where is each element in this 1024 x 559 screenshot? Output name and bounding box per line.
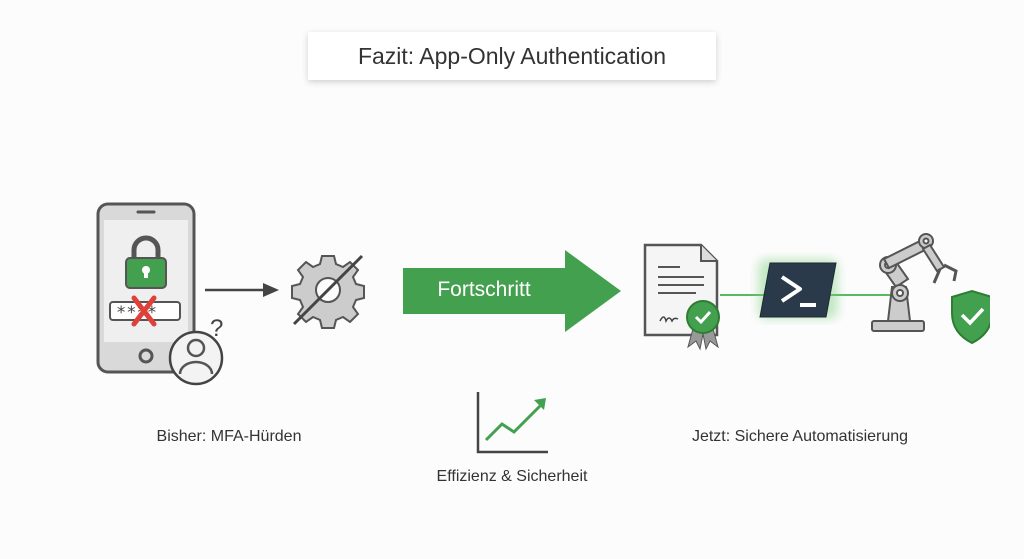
shield-check-icon [951,289,990,345]
right-illustration [643,233,990,351]
certificate-icon [643,243,720,351]
powershell-terminal-icon [758,259,838,319]
page-title: Fazit: App-Only Authentication [308,32,716,80]
center-caption: Effizienz & Sicherheit [436,468,588,485]
right-caption: Jetzt: Sichere Automatisierung [691,428,909,445]
progress-arrow-label: Fortschritt [437,278,531,301]
left-caption: Bisher: MFA-Hürden [156,428,302,445]
user-question-icon: ? [168,315,223,386]
smartphone-icon: **** ? [96,202,223,386]
svg-text:?: ? [210,315,223,342]
gear-disabled-icon [291,254,365,329]
robot-arm-icon [871,233,958,332]
red-x-icon [131,295,157,327]
trend-up-chart-icon [476,392,548,454]
padlock-icon [125,235,167,289]
arrow-right-icon [205,283,279,297]
progress-arrow [403,250,621,332]
